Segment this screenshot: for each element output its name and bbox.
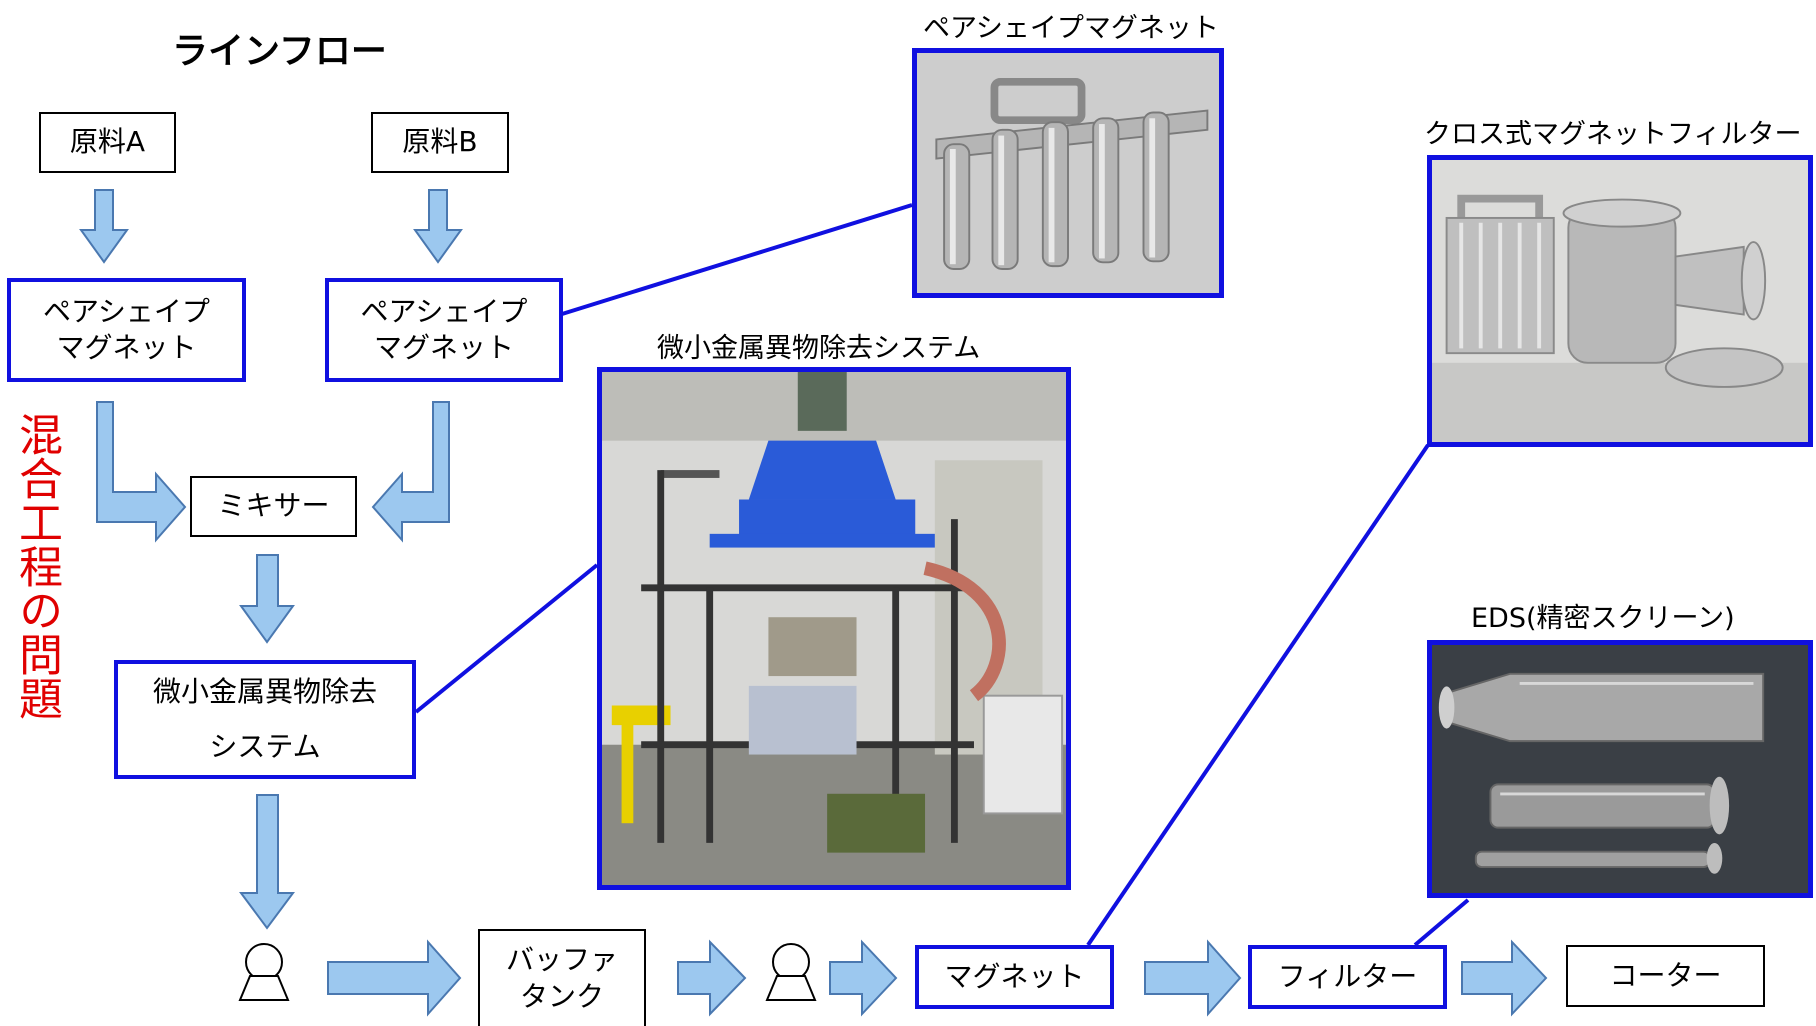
node-magnet-a-line2: マグネット: [56, 331, 197, 364]
pump-icon: [238, 943, 290, 1001]
node-filter-label: フィルター: [1277, 959, 1418, 993]
photo-removal-system: [597, 367, 1071, 890]
connector-pear-magnet: [561, 203, 913, 316]
arrow-right-3: [829, 939, 898, 1017]
connector-cross-filter: [1086, 443, 1430, 947]
node-raw-a: 原料A: [39, 112, 176, 173]
side-label: 混合工程の問題: [11, 412, 62, 720]
arrow-down-mixer: [239, 554, 295, 644]
node-coater: コーター: [1566, 945, 1765, 1007]
node-buffer-tank-line2: タンク: [519, 979, 604, 1013]
node-removal-system-line2: システム: [209, 730, 321, 764]
arrow-right-2: [677, 939, 747, 1017]
node-removal-system: 微小金属異物除去 システム: [114, 660, 416, 779]
arrow-right-4: [1144, 939, 1242, 1017]
page-title: ラインフロー: [172, 31, 387, 72]
photo-title-pear-magnet: ペアシェイプマグネット: [923, 13, 1219, 44]
photo-pear-magnet: [912, 48, 1224, 298]
connector-removal-system: [414, 563, 599, 714]
arrow-right-5: [1461, 939, 1548, 1017]
node-magnet-b-line2: マグネット: [373, 331, 514, 364]
node-buffer-tank: バッファ タンク: [478, 929, 646, 1026]
pump-icon: [765, 943, 817, 1001]
node-removal-system-line1: 微小金属異物除去: [152, 674, 377, 708]
node-raw-a-label: 原料A: [69, 125, 146, 159]
node-magnet-b-line1: ペアシェイプ: [360, 294, 528, 328]
node-raw-b: 原料B: [371, 112, 509, 173]
arrow-down-removal: [239, 794, 295, 930]
node-filter: フィルター: [1248, 945, 1447, 1009]
arrow-l-right: [371, 401, 450, 543]
node-magnet-b: ペアシェイプ マグネット: [325, 278, 563, 382]
connector-eds: [1413, 898, 1470, 947]
node-magnet: マグネット: [915, 945, 1114, 1009]
photo-eds: [1427, 640, 1813, 898]
node-mixer-label: ミキサー: [217, 489, 330, 523]
arrow-l-left: [96, 401, 187, 543]
photo-title-removal-system: 微小金属異物除去システム: [657, 333, 981, 364]
node-magnet-a-line1: ペアシェイプ: [43, 294, 210, 328]
node-magnet-a: ペアシェイプ マグネット: [7, 278, 246, 382]
node-coater-label: コーター: [1609, 958, 1722, 992]
node-buffer-tank-line1: バッファ: [505, 943, 618, 977]
flow-arrows: [79, 189, 1548, 1017]
arrow-down-raw-b: [413, 189, 463, 264]
photo-title-eds: EDS(精密スクリーン): [1471, 603, 1735, 634]
photo-title-cross-filter: クロス式マグネットフィルター: [1424, 119, 1802, 150]
photo-cross-filter: [1427, 155, 1813, 447]
node-mixer: ミキサー: [190, 476, 357, 537]
arrow-right-1: [327, 939, 462, 1017]
photo-connector-lines: [414, 203, 1470, 947]
node-magnet-label: マグネット: [944, 959, 1085, 993]
arrow-down-raw-a: [79, 189, 129, 264]
node-raw-b-label: 原料B: [402, 125, 478, 159]
